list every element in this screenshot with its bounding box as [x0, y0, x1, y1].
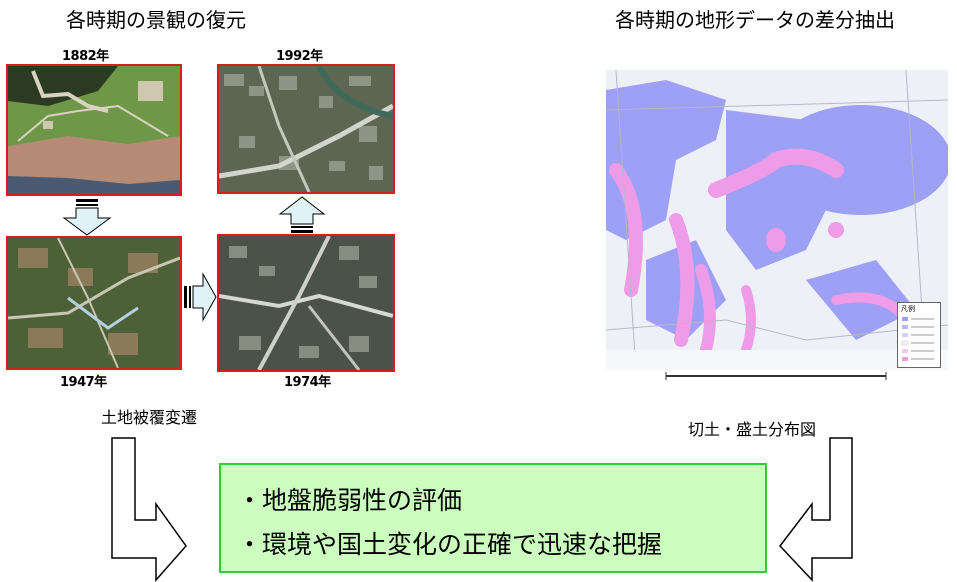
left-flow-arrow: [111, 437, 187, 582]
arrow-down-icon: [62, 199, 112, 236]
year-label-1882: 1882年: [62, 49, 109, 64]
right-heading: 各時期の地形データの差分抽出: [615, 8, 895, 32]
cut-fill-map: [606, 70, 948, 380]
year-label-1947: 1947年: [60, 375, 107, 390]
land-cover-caption: 土地被覆変遷: [101, 408, 198, 427]
result-line-environment: ・環境や国土変化の正確で迅速な把握: [237, 530, 663, 559]
map-legend-title: 凡例: [901, 305, 915, 313]
year-label-1992: 1992年: [276, 49, 323, 64]
cut-fill-caption: 切土・盛土分布図: [688, 420, 817, 439]
right-flow-arrow: [779, 437, 853, 582]
aerial-photo-1947: [6, 236, 182, 370]
evaluation-result-box: ・地盤脆弱性の評価 ・環境や国土変化の正確で迅速な把握: [219, 463, 767, 573]
result-line-vulnerability: ・地盤脆弱性の評価: [237, 486, 463, 515]
aerial-photo-1882: [6, 64, 182, 196]
map-legend: 凡例: [897, 302, 941, 368]
left-heading: 各時期の景観の復元: [66, 8, 246, 32]
arrow-right-icon: [184, 272, 217, 322]
aerial-photo-1992: [217, 64, 395, 194]
year-label-1974: 1974年: [284, 375, 331, 390]
aerial-photo-1974: [217, 234, 395, 372]
map-legend-swatches: [901, 317, 934, 361]
arrow-up-icon: [278, 196, 326, 233]
